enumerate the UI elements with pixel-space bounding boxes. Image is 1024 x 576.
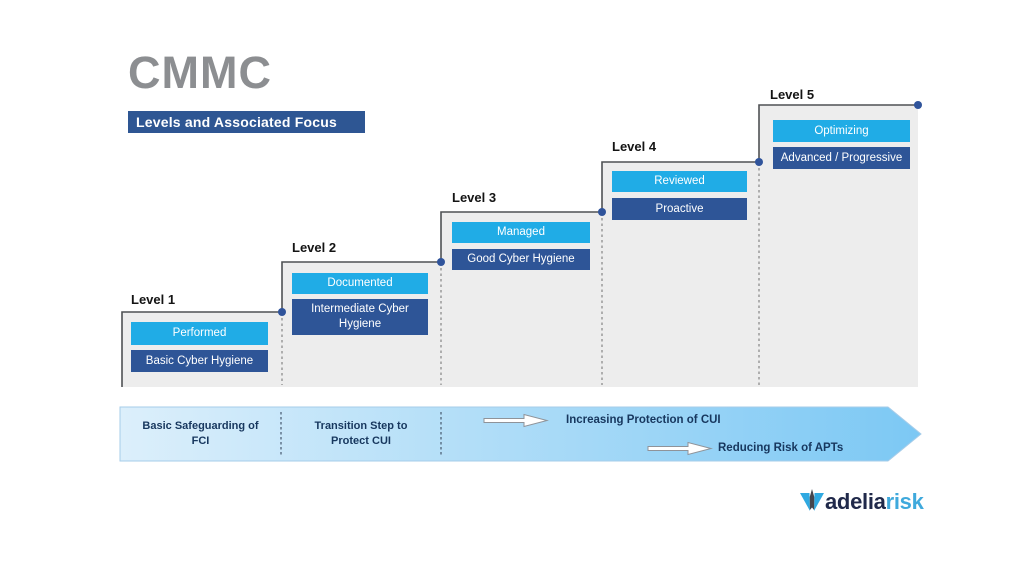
page-title: CMMC [128,47,272,98]
staircase-step-line [121,104,918,387]
flow-arrow-icon [647,441,713,456]
step-node-4 [755,158,763,166]
step-node-1 [278,308,286,316]
band-segment-transition-step: Transition Step to Protect CUI [281,410,441,457]
step-node-3 [598,208,606,216]
level-2-maturity-box: Documented [292,273,428,294]
level-3-focus-box: Good Cyber Hygiene [452,249,590,270]
band-annotation-increasing-protection: Increasing Protection of CUI [566,414,721,426]
logo-text-adelia: adelia [825,489,886,514]
step-node-5 [914,101,922,109]
level-1-maturity-box: Performed [131,322,268,345]
band-annotation-reducing-risk: Reducing Risk of APTs [718,442,844,454]
step-node-2 [437,258,445,266]
adeliarisk-logo-icon [800,489,824,511]
level-4-label: Level 4 [612,139,657,154]
level-4-focus-box: Proactive [612,198,747,220]
band-segment-label: Basic Safeguarding of FCI [142,419,259,447]
flow-band-arrow [119,406,922,462]
level-1-label: Level 1 [131,292,176,307]
band-segment-basic-safeguarding: Basic Safeguarding of FCI [120,410,281,457]
subtitle-banner: Levels and Associated Focus [128,111,365,133]
level-3-maturity-box: Managed [452,222,590,243]
level-1-focus-box: Basic Cyber Hygiene [131,350,268,372]
level-5-focus-box: Advanced / Progressive [773,147,910,169]
level-5-label: Level 5 [770,87,815,102]
flow-arrow-icon [483,413,549,428]
level-2-label: Level 2 [292,240,337,255]
band-segment-label: Transition Step to Protect CUI [314,419,408,447]
level-5-maturity-box: Optimizing [773,120,910,142]
level-3-label: Level 3 [452,190,497,205]
level-2-focus-box: Intermediate Cyber Hygiene [292,299,428,335]
logo-text-risk: risk [885,489,924,514]
level-4-maturity-box: Reviewed [612,171,747,192]
